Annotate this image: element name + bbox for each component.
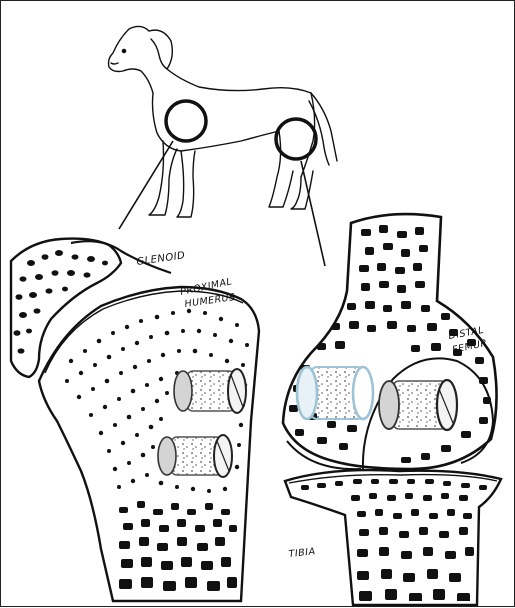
femur-implant-grey xyxy=(379,380,457,430)
shoulder-pointer-line xyxy=(119,141,173,229)
humerus-implant-lower xyxy=(158,435,232,477)
femur-implant-blue xyxy=(297,367,373,419)
shoulder-callout-circle xyxy=(166,101,206,141)
stifle-pointer-line xyxy=(301,161,325,266)
stifle-callout-circle xyxy=(276,119,316,159)
tibia-bone xyxy=(285,470,501,605)
tibia-label: TIBIA xyxy=(288,546,316,560)
glenoid-label: GLENOID xyxy=(136,250,186,268)
humerus-implant-upper xyxy=(174,369,246,413)
joint-callouts xyxy=(119,101,325,266)
